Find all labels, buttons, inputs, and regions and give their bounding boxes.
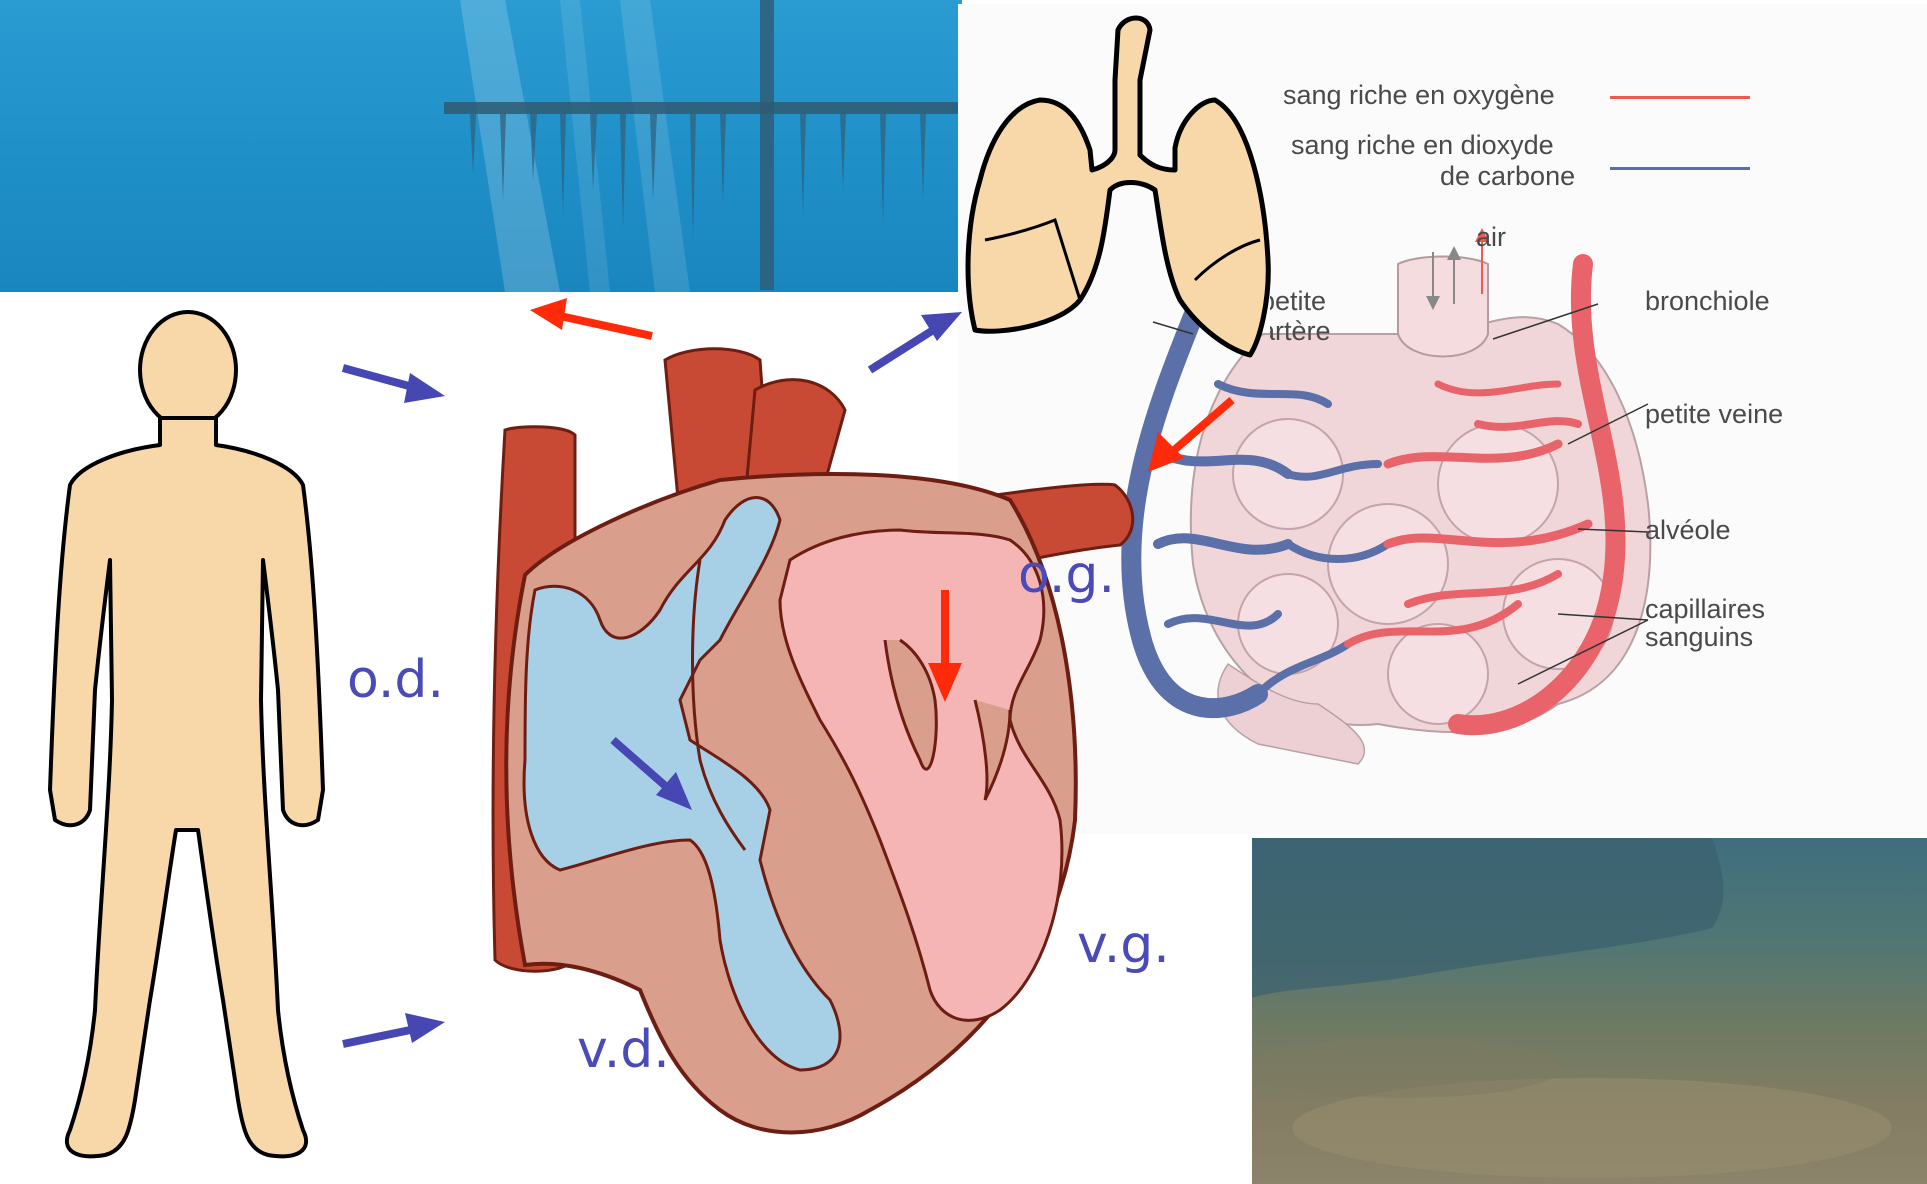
label-right-ventricle: v.d. xyxy=(577,1020,670,1080)
heart xyxy=(493,349,1133,1133)
label-left-ventricle: v.g. xyxy=(1077,915,1170,975)
label-left-atrium: o.g. xyxy=(1018,545,1115,605)
label-right-atrium: o.d. xyxy=(347,650,444,710)
human-body xyxy=(50,312,323,1156)
lungs xyxy=(968,16,1268,355)
